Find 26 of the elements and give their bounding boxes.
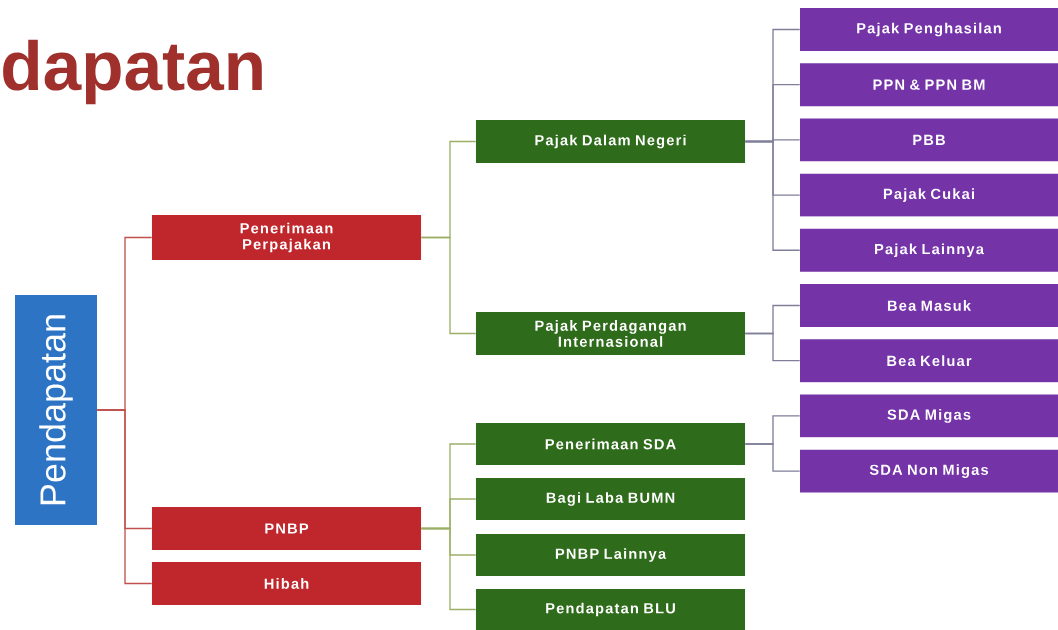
item-box: Bea Keluar bbox=[800, 339, 1058, 383]
title: dapatan bbox=[3, 39, 262, 105]
item-box: Pajak Lainnya bbox=[800, 228, 1058, 272]
connector bbox=[420, 527, 477, 611]
item-box: SDA Migas bbox=[800, 394, 1058, 438]
item-box: Pajak Cukai bbox=[800, 173, 1058, 217]
subcategory-box: Pendapatan BLU bbox=[475, 588, 746, 630]
category-box: Penerimaan Perpajakan bbox=[151, 214, 422, 260]
item-box: Pajak Penghasilan bbox=[800, 8, 1058, 51]
subcategory-box: PNBP Lainnya bbox=[475, 534, 746, 576]
subcategory-box: Pajak Dalam Negeri bbox=[475, 120, 746, 163]
item-box: Bea Masuk bbox=[800, 284, 1058, 327]
category-box: PNBP bbox=[151, 507, 422, 550]
subcategory-box: Penerimaan SDA bbox=[475, 423, 746, 465]
item-box: PBB bbox=[800, 118, 1058, 162]
root-box: Pendapatan bbox=[15, 295, 97, 525]
subcategory-box: Pajak Perdagangan Internasional bbox=[475, 312, 746, 355]
connector bbox=[744, 443, 801, 472]
item-box: SDA Non Migas bbox=[800, 449, 1058, 493]
subcategory-box: Bagi Laba BUMN bbox=[475, 478, 746, 520]
item-box: PPN & PPN BM bbox=[800, 63, 1058, 107]
category-box: Hibah bbox=[151, 562, 422, 605]
connector bbox=[744, 140, 801, 251]
connector bbox=[420, 236, 477, 335]
connector bbox=[744, 332, 801, 362]
connector bbox=[96, 409, 153, 585]
